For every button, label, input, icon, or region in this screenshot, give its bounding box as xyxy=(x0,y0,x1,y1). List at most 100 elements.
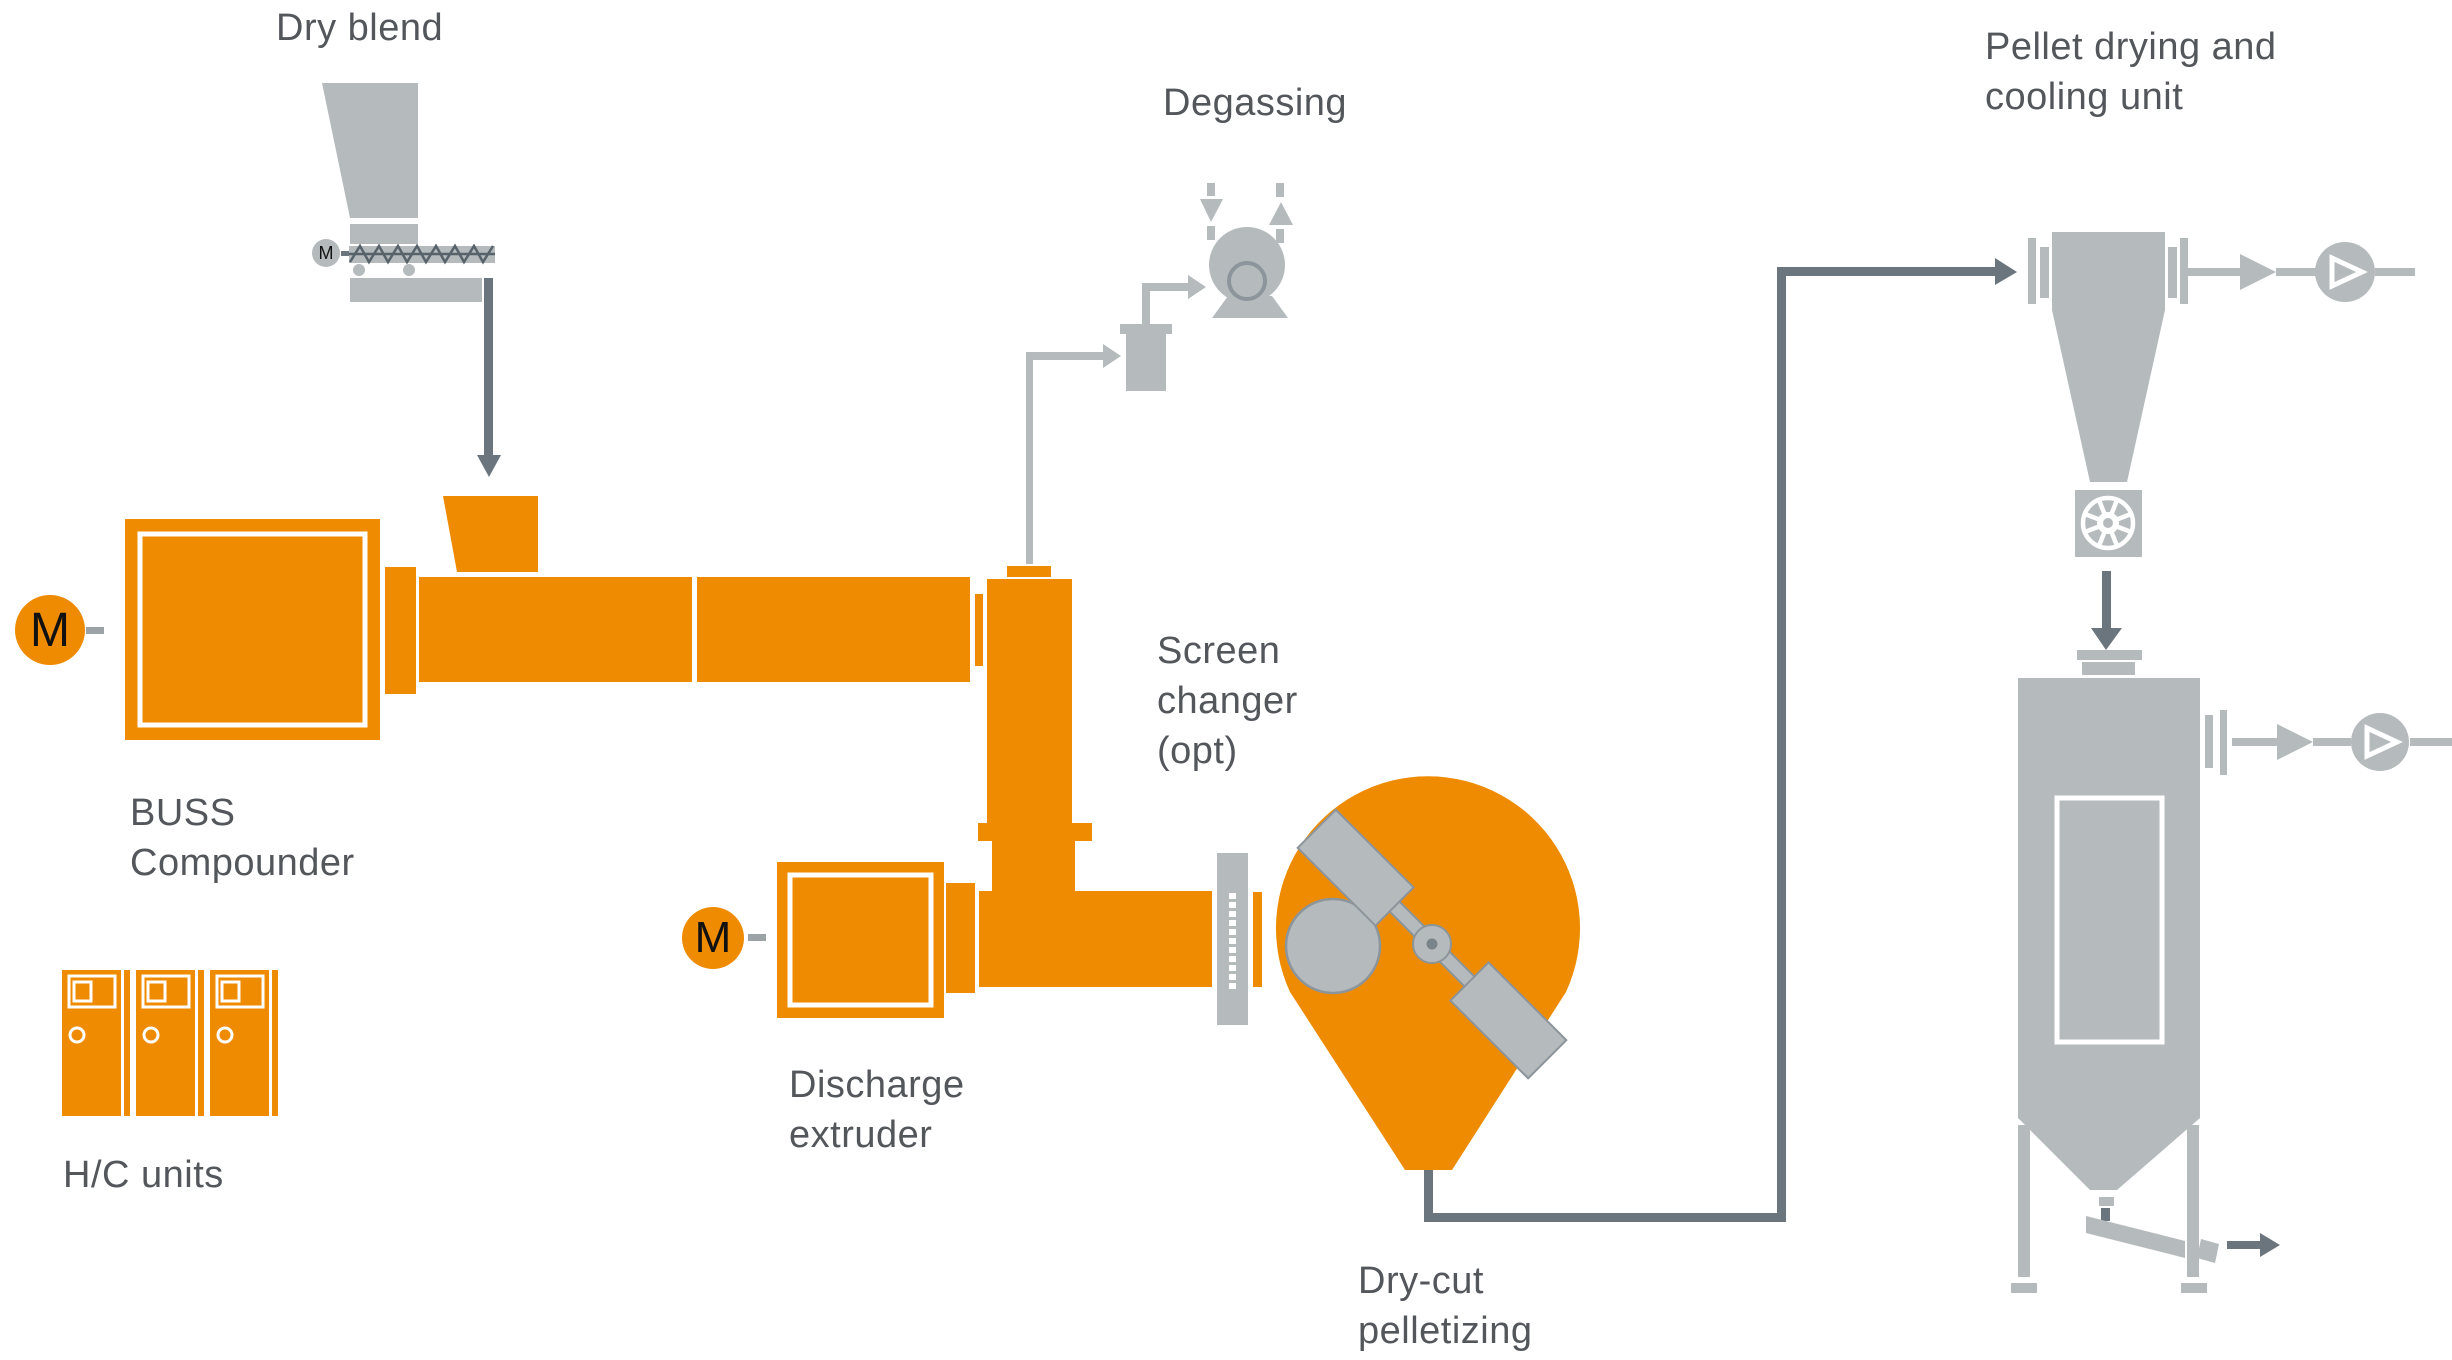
transfer-line-arrow xyxy=(1995,258,2017,285)
pelletizer-blade xyxy=(1296,808,1568,1080)
discharge-motor-box xyxy=(777,862,944,1018)
vessel-outlet-flange xyxy=(2205,715,2213,768)
vent-down-dash-top xyxy=(1207,183,1215,196)
cyclone-flange-left-outer xyxy=(2028,238,2036,304)
condensate-canister-body xyxy=(1126,334,1166,391)
vacuum-pump-base xyxy=(1212,296,1288,318)
discharge-extruder-label: Discharge extruder xyxy=(789,1060,965,1160)
riser-side-flange xyxy=(975,594,983,666)
hc-units-icon xyxy=(62,970,278,1116)
compounder-barrel-divider xyxy=(692,577,697,682)
compounder-motor-box-outline xyxy=(137,531,368,728)
feeder-motor-label: M xyxy=(318,242,334,263)
cyclone-exhaust-line-3 xyxy=(2375,268,2415,276)
vent-up-dash-bottom xyxy=(1276,229,1284,243)
feeder-base-plate xyxy=(350,278,482,302)
vessel-exhaust-line-1 xyxy=(2232,738,2277,746)
discharge-chute xyxy=(2086,1216,2185,1258)
discharge-coupling xyxy=(946,883,975,993)
dry-cut-pelletizer-icon xyxy=(1276,776,1581,1170)
hc-units-label: H/C units xyxy=(63,1154,224,1196)
screen-changer-adapter xyxy=(1253,892,1262,987)
discharge-motor-label: M xyxy=(694,913,732,962)
vessel-body xyxy=(2018,678,2200,1118)
vessel-foot-right xyxy=(2181,1283,2207,1293)
screen-changer-label-line3: (opt) xyxy=(1157,730,1238,772)
feeder-motor-icon xyxy=(312,239,340,267)
riser-lower-pipe xyxy=(992,841,1075,893)
pelletizer-die-plate xyxy=(1284,897,1382,995)
cyclone-box xyxy=(2052,232,2165,310)
buss-compounder-icon xyxy=(15,496,1092,893)
screen-changer-label-line2: changer xyxy=(1157,680,1298,722)
degassing-label: Degassing xyxy=(1163,82,1348,124)
pellet-drying-label-line2: cooling unit xyxy=(1985,76,2184,118)
transfer-line-up xyxy=(1777,267,1786,1222)
degassing-icon xyxy=(1026,183,1293,564)
discharge-extruder-label-line2: extruder xyxy=(789,1114,933,1156)
pellet-drying-label: Pellet drying and cooling unit xyxy=(1985,22,2277,122)
compounder-feed-hopper xyxy=(443,496,538,572)
valve-arrow-shaft xyxy=(2102,571,2111,628)
feed-arrow-shaft xyxy=(484,278,493,455)
vessel-foot-left xyxy=(2011,1283,2037,1293)
vessel-exhaust-line-3 xyxy=(2410,738,2452,746)
vent-up-dash-top xyxy=(1276,183,1284,197)
vessel-exhaust-valve xyxy=(2277,724,2313,760)
feed-arrow-head xyxy=(477,455,501,477)
feeder-motor-link xyxy=(341,251,349,256)
dry-cut-pelletizing-label: Dry-cut pelletizing xyxy=(1358,1256,1533,1356)
vent-up-arrow xyxy=(1269,202,1293,225)
discharge-chute-end xyxy=(2197,1239,2219,1263)
hc-unit-2 xyxy=(136,970,204,1116)
pellet-drying-label-line1: Pellet drying and xyxy=(1985,26,2277,68)
discharge-extruder-label-line1: Discharge xyxy=(789,1064,965,1106)
canister-pipe-horizontal xyxy=(1142,283,1188,291)
riser-top-cap xyxy=(1007,566,1051,577)
dry-cut-label-line1: Dry-cut xyxy=(1358,1260,1484,1302)
pellet-out-arrow-shaft xyxy=(2227,1241,2260,1249)
cyclone-exhaust-line-1 xyxy=(2188,268,2240,276)
vacuum-pump-rotor xyxy=(1227,261,1267,301)
vessel-window-outline xyxy=(2054,795,2165,1045)
buss-compounder-label-line2: Compounder xyxy=(130,842,355,884)
valve-arrow-head xyxy=(2091,628,2122,650)
blade-paddle-upper xyxy=(1296,808,1416,928)
pellet-transfer-line xyxy=(1424,258,2017,1222)
vessel-leg-left xyxy=(2018,1125,2030,1277)
pellet-out-arrow-head xyxy=(2260,1233,2280,1257)
exhaust-blower-top-rotor xyxy=(2329,254,2368,290)
cyclone-flange-right-inner xyxy=(2168,247,2177,298)
feeder-bearing-right xyxy=(403,264,415,276)
riser-bottom-flange xyxy=(978,823,1092,841)
dry-blend-label: Dry blend xyxy=(276,7,444,49)
degassing-riser-pipe xyxy=(1026,352,1033,564)
transfer-line-top xyxy=(1777,267,1995,276)
discharge-barrel xyxy=(979,891,1212,987)
compounder-coupling xyxy=(385,567,416,694)
dry-cut-label-line2: pelletizing xyxy=(1358,1310,1533,1352)
cyclone-exhaust-valve xyxy=(2240,254,2276,290)
dry-blend-hopper xyxy=(322,83,418,218)
cyclone-flange-right-outer xyxy=(2180,238,2188,304)
compounder-motor-link xyxy=(86,627,104,634)
rotary-valve-wheel xyxy=(2080,495,2136,551)
compounder-motor-label: M xyxy=(30,603,70,657)
compounder-motor-icon xyxy=(15,595,85,665)
cyclone-flange-left-inner xyxy=(2040,247,2049,298)
riser-pipe xyxy=(987,579,1072,825)
canister-pipe-vertical xyxy=(1142,283,1150,324)
feeder-neck xyxy=(350,224,418,244)
discharge-extruder-icon xyxy=(682,862,1212,1018)
vessel-exhaust-line-2 xyxy=(2313,738,2351,746)
screen-changer-icon xyxy=(1217,853,1262,1025)
vessel-outlet-bar xyxy=(2220,710,2227,775)
blade-hub-center xyxy=(1426,938,1438,950)
cyclone-cone xyxy=(2052,310,2165,482)
vessel-outlet-stub xyxy=(2099,1197,2114,1206)
condensate-canister-cap xyxy=(1120,324,1172,334)
